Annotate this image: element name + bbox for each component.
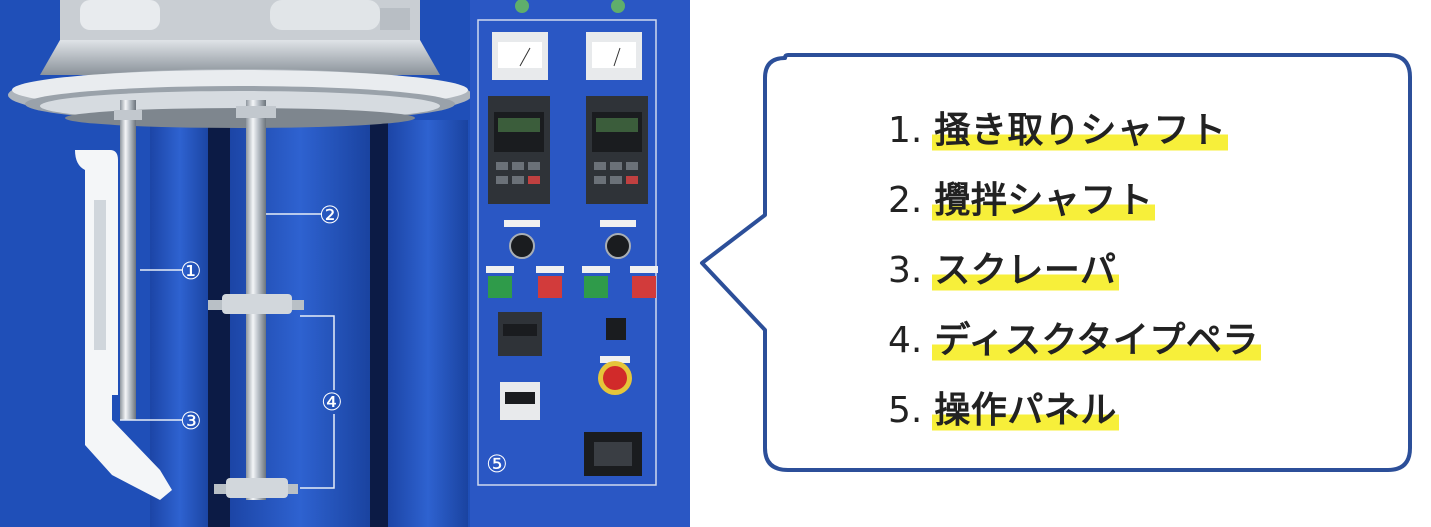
legend-number: 3. bbox=[888, 250, 923, 291]
legend-number: 4. bbox=[888, 320, 923, 361]
legend-number: 1. bbox=[888, 110, 923, 151]
mixer-illustration: ① ② ③ ④ ⑤ bbox=[0, 0, 690, 527]
legend-label: 掻き取りシャフト bbox=[932, 108, 1229, 154]
legend-item: 5. 操作パネル bbox=[888, 388, 1261, 458]
marker-1: ① bbox=[180, 257, 202, 285]
legend-item: 2. 攪拌シャフト bbox=[888, 178, 1261, 248]
legend-label: 攪拌シャフト bbox=[932, 178, 1156, 224]
equipment-photo: ① ② ③ ④ ⑤ bbox=[0, 0, 690, 527]
legend-number: 2. bbox=[888, 180, 923, 221]
marker-2: ② bbox=[319, 201, 341, 229]
legend-item: 1. 掻き取りシャフト bbox=[888, 108, 1261, 178]
marker-4: ④ bbox=[321, 388, 343, 416]
legend-label: ディスクタイプペラ bbox=[932, 318, 1261, 364]
marker-3: ③ bbox=[180, 407, 202, 435]
legend-item: 4. ディスクタイプペラ bbox=[888, 318, 1261, 388]
parts-legend: 1. 掻き取りシャフト 2. 攪拌シャフト 3. スクレーパ 4. ディスクタイ… bbox=[888, 108, 1261, 458]
marker-5: ⑤ bbox=[486, 450, 508, 478]
legend-item: 3. スクレーパ bbox=[888, 248, 1261, 318]
legend-number: 5. bbox=[888, 390, 923, 431]
legend-label: 操作パネル bbox=[932, 388, 1119, 434]
legend-label: スクレーパ bbox=[932, 248, 1119, 294]
